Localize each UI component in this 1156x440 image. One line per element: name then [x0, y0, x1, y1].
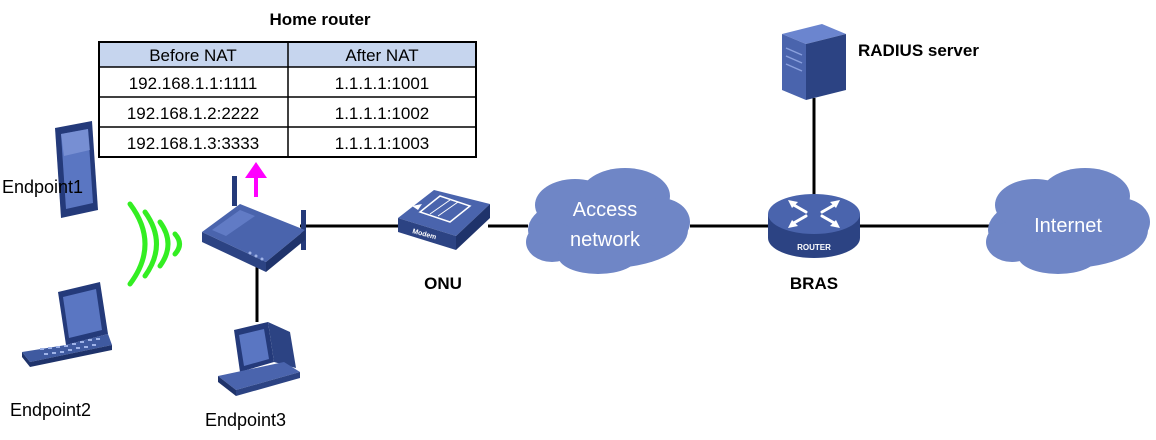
bras-badge: ROUTER	[797, 243, 831, 252]
nat-cell-before: 192.168.1.3:3333	[127, 134, 259, 153]
radius-server-label: RADIUS server	[858, 41, 979, 60]
nat-cell-after: 1.1.1.1:1002	[335, 104, 430, 123]
nat-header-after: After NAT	[345, 46, 418, 65]
endpoint2-laptop-icon	[22, 282, 112, 367]
nat-cell-before: 192.168.1.1:1111	[129, 74, 258, 93]
wifi-waves-icon	[127, 201, 182, 287]
access-network-label-line2: network	[570, 229, 641, 251]
nat-cell-before: 192.168.1.2:2222	[127, 104, 259, 123]
endpoint3-desktop-pc-icon	[218, 322, 300, 396]
home-router-wireless-router-icon	[202, 176, 306, 272]
nat-cell-after: 1.1.1.1:1003	[335, 134, 430, 153]
nat-cell-after: 1.1.1.1:1001	[335, 74, 430, 93]
endpoint1-tablet-icon	[55, 121, 98, 218]
nat-table-title: Home router	[269, 10, 370, 29]
nat-table: Before NAT After NAT 192.168.1.1:1111 1.…	[98, 41, 477, 158]
bras-router-icon: ROUTER	[768, 194, 860, 258]
internet-cloud-icon	[986, 168, 1150, 274]
endpoint1-label: Endpoint1	[2, 177, 83, 197]
radius-server-icon	[782, 24, 846, 100]
access-network-label-line1: Access	[573, 199, 637, 221]
connection-lines	[255, 98, 990, 322]
access-network-cloud-icon	[526, 168, 690, 274]
endpoint3-label: Endpoint3	[205, 410, 286, 430]
bras-label: BRAS	[790, 274, 838, 293]
endpoint2-label: Endpoint2	[10, 400, 91, 420]
onu-modem-icon: Modem	[398, 190, 490, 250]
onu-label: ONU	[424, 274, 462, 293]
internet-label: Internet	[1034, 215, 1102, 237]
nat-header-before: Before NAT	[149, 46, 237, 65]
nat-arrow-icon	[245, 162, 267, 197]
